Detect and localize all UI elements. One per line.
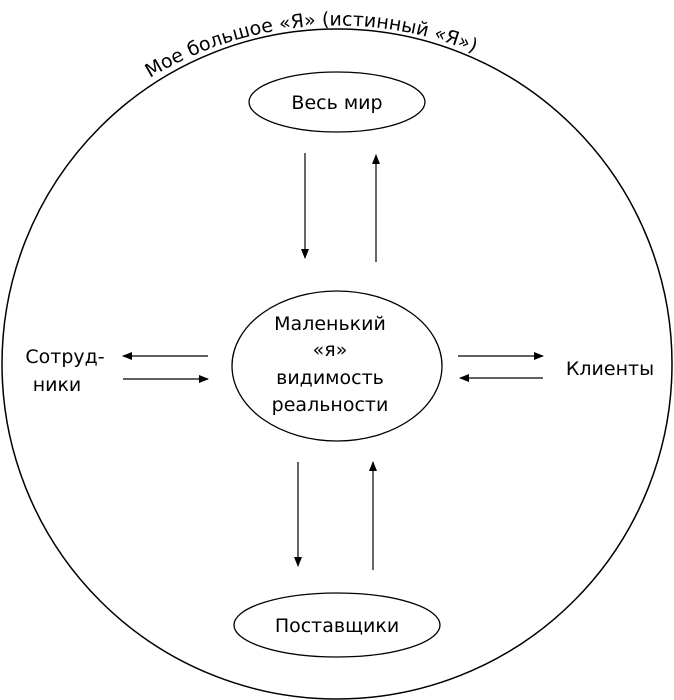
center-node-line-3: видимость — [276, 367, 384, 389]
outer-circle — [1, 28, 673, 700]
right-node-label: Клиенты — [566, 358, 654, 380]
bottom-node-label: Поставщики — [275, 615, 399, 637]
top-node: Весь мир — [248, 71, 426, 133]
outer-label: Мое большое «Я» (истинный «Я») — [141, 8, 480, 82]
center-node-line-2: «я» — [313, 339, 348, 361]
left-node-line-2: ники — [33, 374, 82, 396]
center-node-line-4: реальности — [272, 394, 389, 416]
center-node: Маленький «я» видимость реальности — [231, 290, 443, 442]
center-node-line-1: Маленький — [274, 313, 386, 335]
left-node-line-1: Сотруд- — [25, 346, 104, 368]
top-node-label: Весь мир — [291, 92, 382, 114]
bottom-node: Поставщики — [233, 592, 441, 658]
